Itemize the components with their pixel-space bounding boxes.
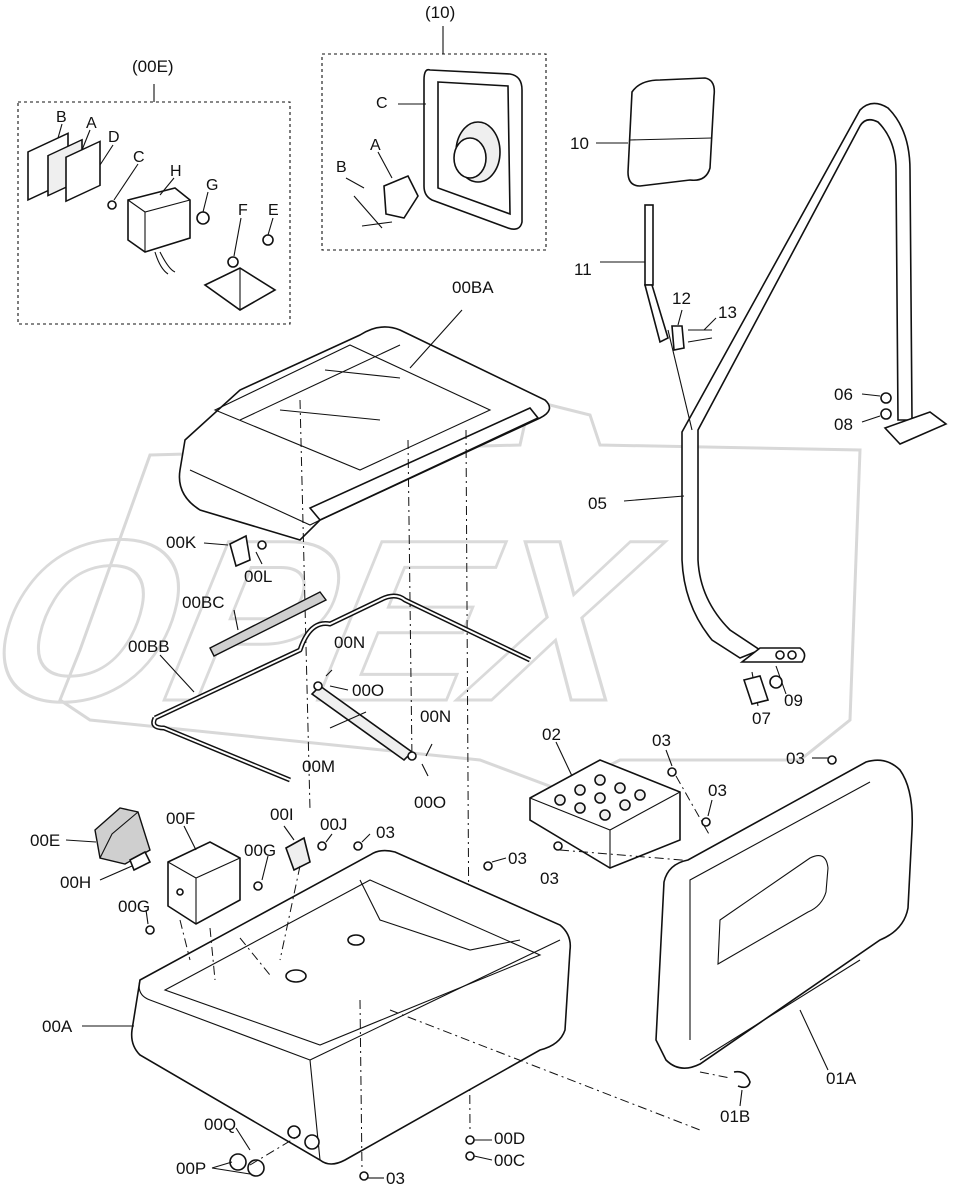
callout-00bc: 00BC: [182, 593, 225, 612]
callout-08: 08: [834, 415, 853, 434]
seal-00bb: 00BC 00BB: [128, 591, 532, 783]
callout-00p: 00P: [176, 1159, 206, 1178]
callout-00d: 00D: [494, 1129, 525, 1148]
callout-00i: 00I: [270, 805, 294, 824]
callout-00o-2: 00O: [414, 793, 446, 812]
callout-02: 02: [542, 725, 561, 744]
callout-00n-2: 00N: [420, 707, 451, 726]
callout-e-d: D: [108, 129, 120, 146]
gas-strut-00m: 00N 00O 00N 00M 00O: [302, 633, 451, 812]
group-00e: (00E) B A D C H G F E: [17, 57, 291, 325]
callout-12: 12: [672, 289, 691, 308]
callout-00e: 00E: [30, 831, 60, 850]
callout-00c: 00C: [494, 1151, 525, 1170]
callout-e-b: B: [56, 109, 67, 126]
callout-03-e: 03: [376, 823, 395, 842]
lamp-00e: 00E 00H: [30, 807, 152, 892]
callout-10: 10: [570, 134, 589, 153]
callout-11: 11: [574, 260, 592, 279]
callout-01a: 01A: [826, 1069, 857, 1088]
callout-m-a: A: [370, 137, 381, 154]
block-02: 02 03 03 03: [529, 725, 727, 888]
callout-13: 13: [718, 303, 737, 322]
callout-03-f: 03: [508, 849, 527, 868]
handrail-05: 06 08 05 07 09: [588, 102, 948, 728]
latch-00k: 00K 00L: [166, 533, 272, 586]
callout-00k: 00K: [166, 533, 197, 552]
callout-e-e: E: [268, 202, 279, 219]
callout-00l: 00L: [244, 567, 272, 586]
callout-00bb: 00BB: [128, 637, 170, 656]
callout-00q: 00Q: [204, 1115, 236, 1134]
callout-03-b: 03: [708, 781, 727, 800]
callout-e-f: F: [238, 202, 248, 219]
callout-01b: 01B: [720, 1107, 750, 1126]
callout-07: 07: [752, 709, 771, 728]
bracket-00i: 00I 00J 03 03: [239, 805, 527, 976]
callout-m-c: C: [376, 95, 388, 112]
callout-03-d: 03: [786, 749, 805, 768]
base-00a: 00A 00Q 00P 00D 00C 03: [42, 849, 701, 1188]
callout-00j: 00J: [320, 815, 347, 834]
callout-e-c: C: [133, 149, 145, 166]
group-10: (10) C A B: [321, 3, 547, 251]
top-cover-00ba: 00BA: [178, 278, 551, 1131]
callout-03-c: 03: [540, 869, 559, 888]
callout-00g-2: 00G: [118, 897, 150, 916]
callout-e-a: A: [86, 115, 97, 132]
mirror-assembly: 10 11 12 13: [570, 77, 737, 351]
callout-m-b: B: [336, 159, 347, 176]
callout-09: 09: [784, 691, 803, 710]
side-cover-01a: 03 01A 01B: [655, 749, 914, 1126]
callout-00m: 00M: [302, 757, 335, 776]
callout-06: 06: [834, 385, 853, 404]
callout-00o-1: 00O: [352, 681, 384, 700]
group-00e-label: (00E): [132, 57, 174, 76]
callout-00a: 00A: [42, 1017, 73, 1036]
callout-00h: 00H: [60, 873, 91, 892]
group-10-label: (10): [425, 3, 455, 22]
callout-00ba: 00BA: [452, 278, 494, 297]
callout-00f: 00F: [166, 809, 195, 828]
callout-e-h: H: [170, 163, 182, 180]
box-00f: 00F 00G 00G: [118, 809, 276, 981]
callout-03-g: 03: [386, 1169, 405, 1188]
callout-00g-1: 00G: [244, 841, 276, 860]
callout-00n-1: 00N: [334, 633, 365, 652]
callout-03-a: 03: [652, 731, 671, 750]
callout-05: 05: [588, 494, 607, 513]
callout-e-g: G: [206, 177, 218, 194]
